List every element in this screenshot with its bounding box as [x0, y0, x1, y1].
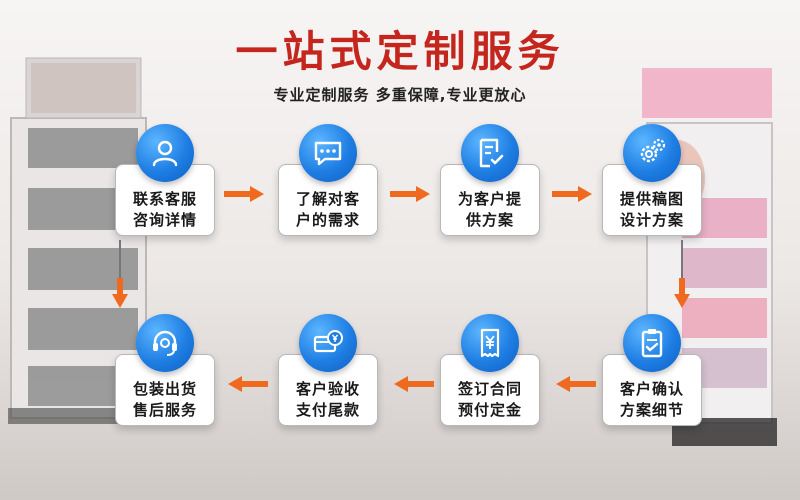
step-line-1: 签订合同 [457, 380, 522, 398]
chat-icon [299, 124, 357, 182]
step-line-2: 支付尾款 [295, 401, 360, 419]
step-line-2: 预付定金 [457, 401, 522, 419]
gears-icon [623, 124, 681, 182]
arrow-right-icon [224, 186, 264, 202]
arrow-down-icon [674, 240, 690, 308]
step-label-box: 客户确认 方案细节 [602, 354, 702, 426]
step-line-2: 方案细节 [619, 401, 684, 419]
step-line-1: 提供稿图 [619, 190, 684, 208]
user-icon [136, 124, 194, 182]
page-title: 一站式定制服务 [235, 27, 565, 76]
step-line-2: 咨询详情 [132, 211, 197, 229]
step-line-1: 联系客服 [132, 190, 197, 208]
arrow-right-icon [552, 186, 592, 202]
arrow-left-icon [228, 376, 268, 392]
step-line-1: 客户验收 [295, 380, 360, 398]
step-line-1: 客户确认 [619, 380, 684, 398]
arrow-down-icon [112, 240, 128, 308]
receipt-icon [461, 314, 519, 372]
arrow-left-icon [394, 376, 434, 392]
card-payment-icon [299, 314, 357, 372]
step-line-1: 包装出货 [132, 380, 197, 398]
document-check-icon [461, 124, 519, 182]
step-line-2: 供方案 [465, 211, 514, 229]
step-line-2: 设计方案 [619, 211, 684, 229]
step-line-1: 了解对客 [295, 190, 360, 208]
page-subtitle: 专业定制服务 多重保障,专业更放心 [273, 86, 527, 104]
arrow-right-icon [390, 186, 430, 202]
clipboard-check-icon [623, 314, 681, 372]
step-line-2: 户的需求 [295, 211, 360, 229]
step-line-1: 为客户提 [457, 190, 522, 208]
step-label-box: 提供稿图 设计方案 [602, 164, 702, 236]
arrow-left-icon [556, 376, 596, 392]
step-line-2: 售后服务 [132, 401, 197, 419]
headset-icon [136, 314, 194, 372]
